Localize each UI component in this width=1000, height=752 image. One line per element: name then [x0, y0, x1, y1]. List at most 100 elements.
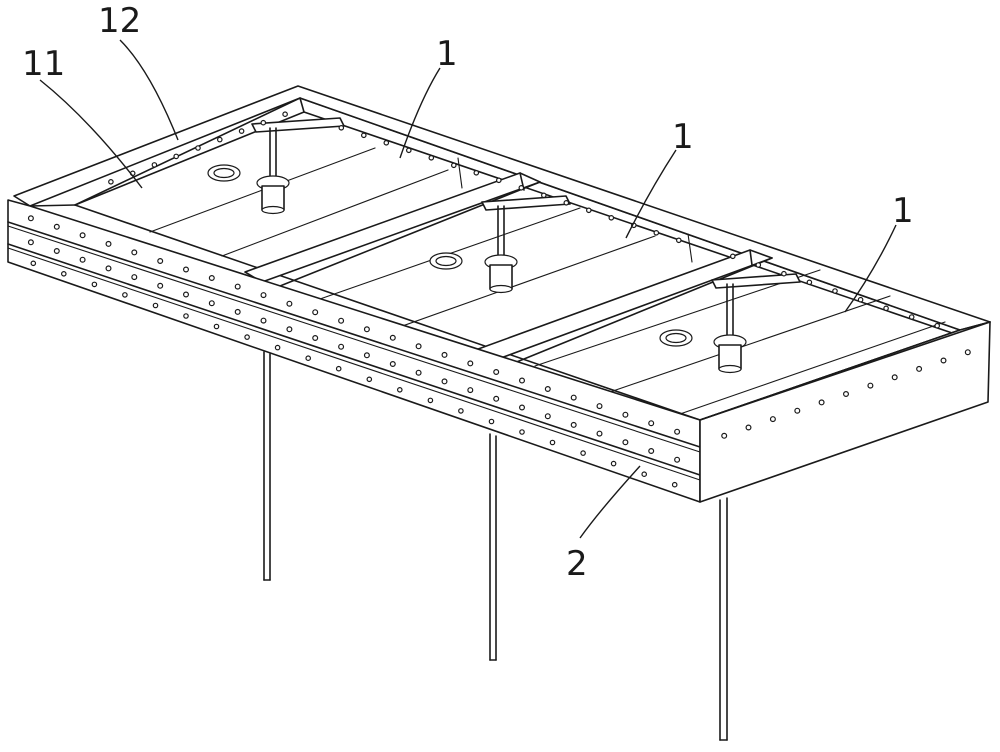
- bolt-hole: [427, 397, 434, 404]
- bolt-hole: [335, 365, 342, 372]
- bolt-hole: [544, 413, 551, 420]
- bolt-hole: [157, 258, 164, 265]
- post-assembly-2: [481, 195, 571, 294]
- leader-1a: [399, 67, 441, 159]
- bolt-hole: [458, 408, 464, 414]
- support-leg-right: [719, 497, 728, 741]
- bolt-hole: [415, 343, 422, 350]
- bolt-hole: [131, 249, 138, 256]
- bolt-hole: [282, 111, 288, 118]
- leader-1c: [844, 224, 897, 313]
- bolt-hole: [441, 351, 448, 358]
- rail-holes: [27, 215, 971, 488]
- bolt-hole: [260, 292, 267, 299]
- bolt-hole: [493, 369, 500, 376]
- bolt-hole: [467, 387, 474, 394]
- bolt-hole: [867, 382, 874, 389]
- bolt-hole: [234, 308, 241, 315]
- support-leg-left: [263, 351, 271, 581]
- rim-holes: [108, 111, 941, 329]
- bolt-hole: [674, 428, 681, 435]
- bolt-hole: [405, 147, 412, 154]
- callout-11: 11: [22, 44, 65, 84]
- bolt-hole: [305, 355, 312, 362]
- bolt-hole: [383, 140, 390, 146]
- bolt-hole: [389, 361, 396, 368]
- bolt-hole: [467, 360, 474, 367]
- bolt-hole: [653, 230, 660, 236]
- callouts: 12 11 1 1 1 2: [22, 1, 914, 584]
- bolt-hole: [580, 450, 586, 456]
- bolt-hole: [488, 418, 495, 425]
- post-assemblies: [251, 117, 801, 374]
- bolt-hole: [518, 377, 525, 384]
- bolt-hole: [608, 215, 615, 221]
- bolt-hole: [648, 420, 655, 427]
- bolt-hole: [940, 357, 947, 364]
- bolt-hole: [173, 153, 180, 160]
- bolt-hole: [934, 322, 941, 329]
- bolt-hole: [151, 162, 158, 168]
- bolt-hole: [260, 317, 267, 324]
- bolt-hole: [260, 119, 267, 126]
- bolt-hole: [964, 349, 971, 356]
- bolt-hole: [675, 237, 682, 244]
- bolt-hole: [363, 326, 370, 333]
- bolt-hole: [518, 185, 525, 191]
- bolt-hole: [495, 177, 502, 184]
- bolt-hole: [641, 471, 648, 478]
- bolt-hole: [818, 399, 825, 406]
- bolt-hole: [312, 309, 319, 316]
- bolt-hole: [832, 288, 838, 294]
- bolt-hole: [622, 411, 629, 418]
- bolt-hole: [183, 266, 190, 273]
- bolt-hole: [60, 270, 67, 277]
- leader-2: [579, 465, 641, 539]
- bolt-hole: [441, 378, 448, 385]
- bolt-hole: [674, 456, 681, 463]
- bolt-hole: [769, 416, 776, 423]
- bolt-hole: [238, 128, 245, 134]
- bolt-hole: [493, 395, 500, 402]
- bolt-hole: [721, 432, 728, 439]
- drain-holes: [207, 164, 693, 347]
- bolt-hole: [208, 300, 215, 307]
- post-assembly-1: [251, 117, 345, 215]
- bolt-hole: [610, 460, 617, 467]
- bolt-hole: [53, 223, 60, 230]
- drain-1: [207, 164, 241, 182]
- bolt-hole: [131, 274, 138, 281]
- bolt-hole: [540, 192, 547, 199]
- bolt-hole: [105, 240, 112, 247]
- leader-1b: [625, 149, 677, 239]
- bolt-hole: [745, 424, 752, 431]
- bolt-hole: [396, 386, 403, 393]
- leader-12: [119, 39, 179, 141]
- bolt-hole: [79, 256, 86, 263]
- support-leg-middle: [489, 433, 497, 661]
- leader-lines: [39, 39, 897, 539]
- bolt-hole: [585, 207, 592, 214]
- bolt-hole: [27, 215, 34, 222]
- bolt-hole: [570, 394, 577, 401]
- bolt-hole: [53, 248, 60, 255]
- bolt-hole: [108, 179, 114, 185]
- bolt-hole: [806, 279, 813, 286]
- bolt-hole: [428, 155, 435, 161]
- bolt-hole: [544, 386, 551, 393]
- bolt-hole: [473, 170, 480, 176]
- post-assembly-3: [711, 273, 801, 374]
- bolt-hole: [891, 374, 898, 381]
- bolt-hole: [208, 275, 215, 282]
- bolt-hole: [183, 313, 189, 319]
- bolt-hole: [729, 253, 736, 260]
- bolt-hole: [549, 439, 556, 446]
- bolt-hole: [622, 439, 629, 446]
- bolt-hole: [794, 407, 801, 414]
- bolt-hole: [286, 300, 293, 307]
- bolt-hole: [234, 283, 241, 290]
- bolt-hole: [338, 317, 345, 324]
- bolt-hole: [79, 232, 86, 239]
- bolt-hole: [274, 344, 281, 351]
